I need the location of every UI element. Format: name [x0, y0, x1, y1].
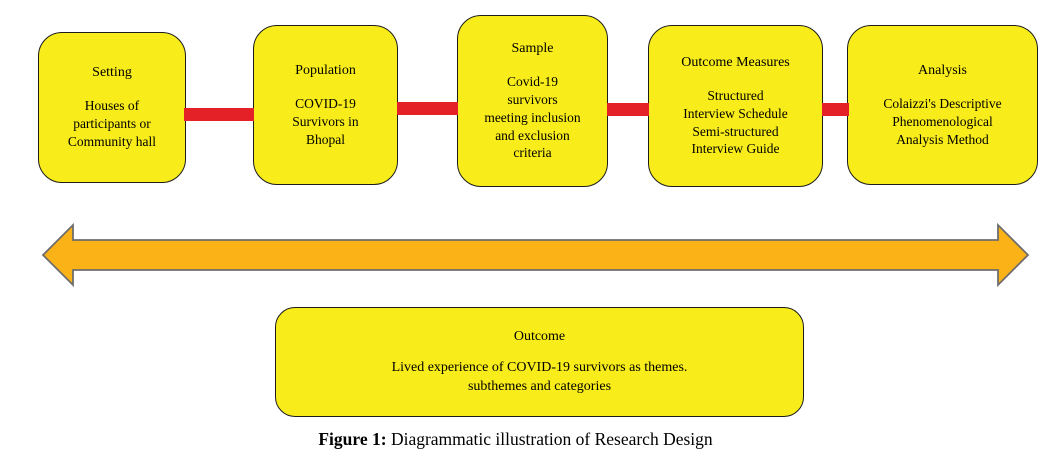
figure-caption-label: Figure 1: — [318, 429, 387, 449]
node-setting: Setting Houses of participants or Commun… — [38, 32, 186, 183]
node-setting-body: Houses of participants or Community hall — [67, 98, 157, 149]
connector-population-sample — [397, 102, 458, 115]
connector-setting-population — [184, 108, 254, 121]
node-setting-title: Setting — [92, 65, 132, 81]
connector-sample-outcome-measures — [607, 103, 649, 116]
node-population-body: COVID-19 Survivors in Bhopal — [292, 95, 359, 147]
node-sample-title: Sample — [511, 40, 554, 56]
node-outcome-body: Lived experience of COVID-19 survivors a… — [391, 360, 688, 394]
node-analysis-title: Analysis — [918, 62, 967, 78]
node-analysis: Analysis Colaizzi's Descriptive Phenomen… — [847, 25, 1038, 185]
node-outcome-measures: Outcome Measures Structured Interview Sc… — [648, 25, 823, 187]
node-population: Population COVID-19 Survivors in Bhopal — [253, 25, 398, 185]
node-population-title: Population — [295, 62, 356, 78]
node-sample-body: Covid-19 survivors meeting inclusion and… — [484, 74, 581, 161]
connector-outcome-measures-analysis — [822, 103, 849, 116]
figure-caption-text: Diagrammatic illustration of Research De… — [390, 429, 713, 449]
node-outcome: Outcome Lived experience of COVID-19 sur… — [275, 307, 804, 417]
node-outcome-title: Outcome — [513, 328, 566, 344]
node-sample: Sample Covid-19 survivors meeting inclus… — [457, 15, 608, 187]
node-outcome-measures-body: Structured Interview Schedule Semi-struc… — [683, 87, 788, 157]
figure-caption: Figure 1: Diagrammatic illustration of R… — [0, 428, 1031, 451]
node-outcome-measures-title: Outcome Measures — [681, 54, 790, 70]
double-headed-arrow — [41, 222, 1030, 288]
node-analysis-body: Colaizzi's Descriptive Phenomenological … — [883, 95, 1002, 147]
